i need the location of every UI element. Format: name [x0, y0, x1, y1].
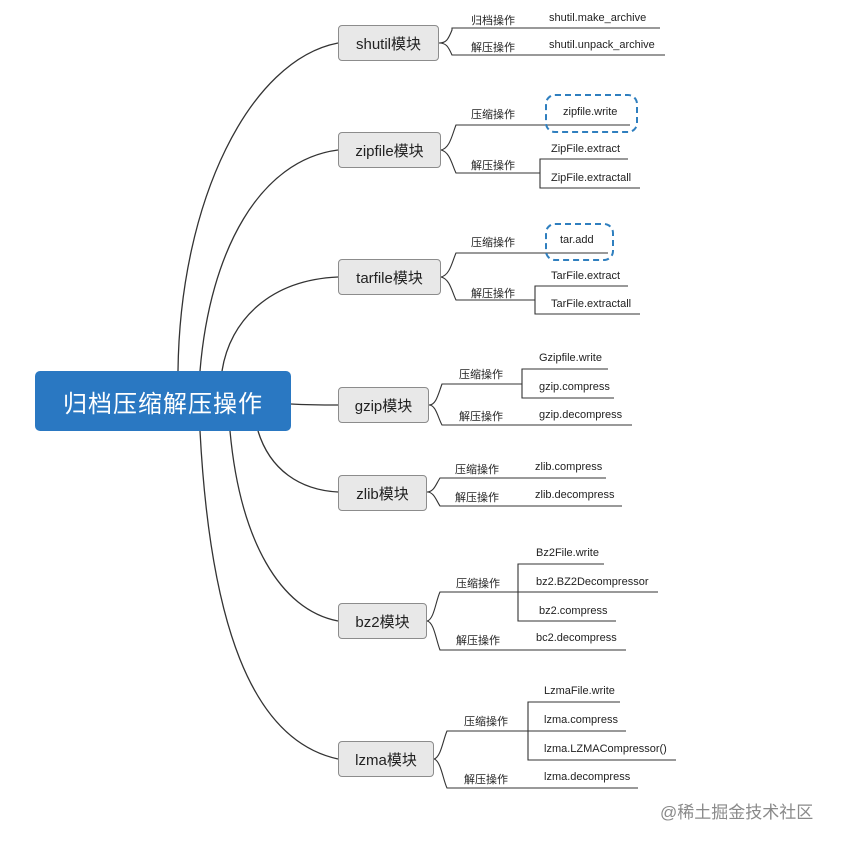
shutil-unpack-archive-leaf[interactable]: shutil.unpack_archive — [549, 39, 655, 51]
zipfile-write-highlight — [545, 94, 638, 133]
watermark: @稀土掘金技术社区 — [660, 803, 814, 822]
tarfile-extractall-leaf[interactable]: TarFile.extractall — [551, 298, 632, 310]
tarfile-extract-leaf[interactable]: TarFile.extract — [551, 270, 621, 282]
shutil-unpack-op: 解压操作 — [471, 42, 515, 54]
root-to-gzip-connector — [290, 403, 339, 406]
tar-add-leaf[interactable]: tar.add — [560, 234, 594, 246]
tarfile-decompress-op: 解压操作 — [471, 288, 515, 300]
root-to-bz2-connector — [229, 430, 339, 622]
zipfile-decompress-op: 解压操作 — [471, 160, 515, 172]
root-to-zipfile-connector — [199, 149, 339, 372]
gzip-compress-leaf[interactable]: gzip.compress — [539, 381, 610, 393]
module-gzip[interactable]: gzip模块 — [338, 387, 429, 423]
shutil-make-archive-leaf[interactable]: shutil.make_archive — [549, 12, 647, 24]
zipfile-write-leaf[interactable]: zipfile.write — [563, 106, 618, 118]
module-zipfile[interactable]: zipfile模块 — [338, 132, 441, 168]
lzma-write-leaf[interactable]: LzmaFile.write — [544, 685, 615, 697]
lzma-compress-leaf[interactable]: lzma.compress — [544, 714, 618, 726]
root-to-tarfile-connector — [221, 276, 339, 372]
gzip-decompress-leaf[interactable]: gzip.decompress — [539, 409, 623, 421]
bz2-compress-leaf[interactable]: bz2.compress — [539, 605, 608, 617]
bz2-decompress-leaf[interactable]: bc2.decompress — [536, 632, 617, 644]
lzma-decompress-leaf[interactable]: lzma.decompress — [544, 771, 631, 783]
module-lzma[interactable]: lzma模块 — [338, 741, 434, 777]
gzip-write-leaf[interactable]: Gzipfile.write — [539, 352, 602, 364]
root-to-zlib-connector — [257, 430, 339, 493]
module-bz2[interactable]: bz2模块 — [338, 603, 427, 639]
bz2-compress-op: 压缩操作 — [456, 578, 500, 590]
lzma-compressor-leaf[interactable]: lzma.LZMACompressor() — [544, 743, 667, 755]
zipfile-compress-op: 压缩操作 — [471, 109, 515, 121]
bz2-write-leaf[interactable]: Bz2File.write — [536, 547, 599, 559]
root-to-shutil-connector — [177, 42, 339, 372]
module-tarfile[interactable]: tarfile模块 — [338, 259, 441, 295]
lzma-decompress-op: 解压操作 — [464, 774, 508, 786]
gzip-compress-op: 压缩操作 — [459, 369, 503, 381]
zipfile-extract-leaf[interactable]: ZipFile.extract — [551, 143, 621, 155]
zlib-decompress-leaf[interactable]: zlib.decompress — [535, 489, 615, 501]
root-node[interactable]: 归档压缩解压操作 — [35, 371, 291, 431]
lzma-compress-op: 压缩操作 — [464, 716, 508, 728]
gzip-decompress-op: 解压操作 — [459, 411, 503, 423]
bz2-decompress-op: 解压操作 — [456, 635, 500, 647]
zlib-decompress-op: 解压操作 — [455, 492, 499, 504]
zlib-compress-leaf[interactable]: zlib.compress — [535, 461, 603, 473]
module-zlib[interactable]: zlib模块 — [338, 475, 427, 511]
module-shutil[interactable]: shutil模块 — [338, 25, 439, 61]
root-to-lzma-connector — [199, 430, 339, 760]
zipfile-extractall-leaf[interactable]: ZipFile.extractall — [551, 172, 632, 184]
bz2-decompressor-leaf[interactable]: bz2.BZ2Decompressor — [536, 576, 649, 588]
tar-add-highlight — [545, 223, 614, 261]
shutil-archive-op: 归档操作 — [471, 15, 515, 27]
tarfile-compress-op: 压缩操作 — [471, 237, 515, 249]
zlib-compress-op: 压缩操作 — [455, 464, 499, 476]
